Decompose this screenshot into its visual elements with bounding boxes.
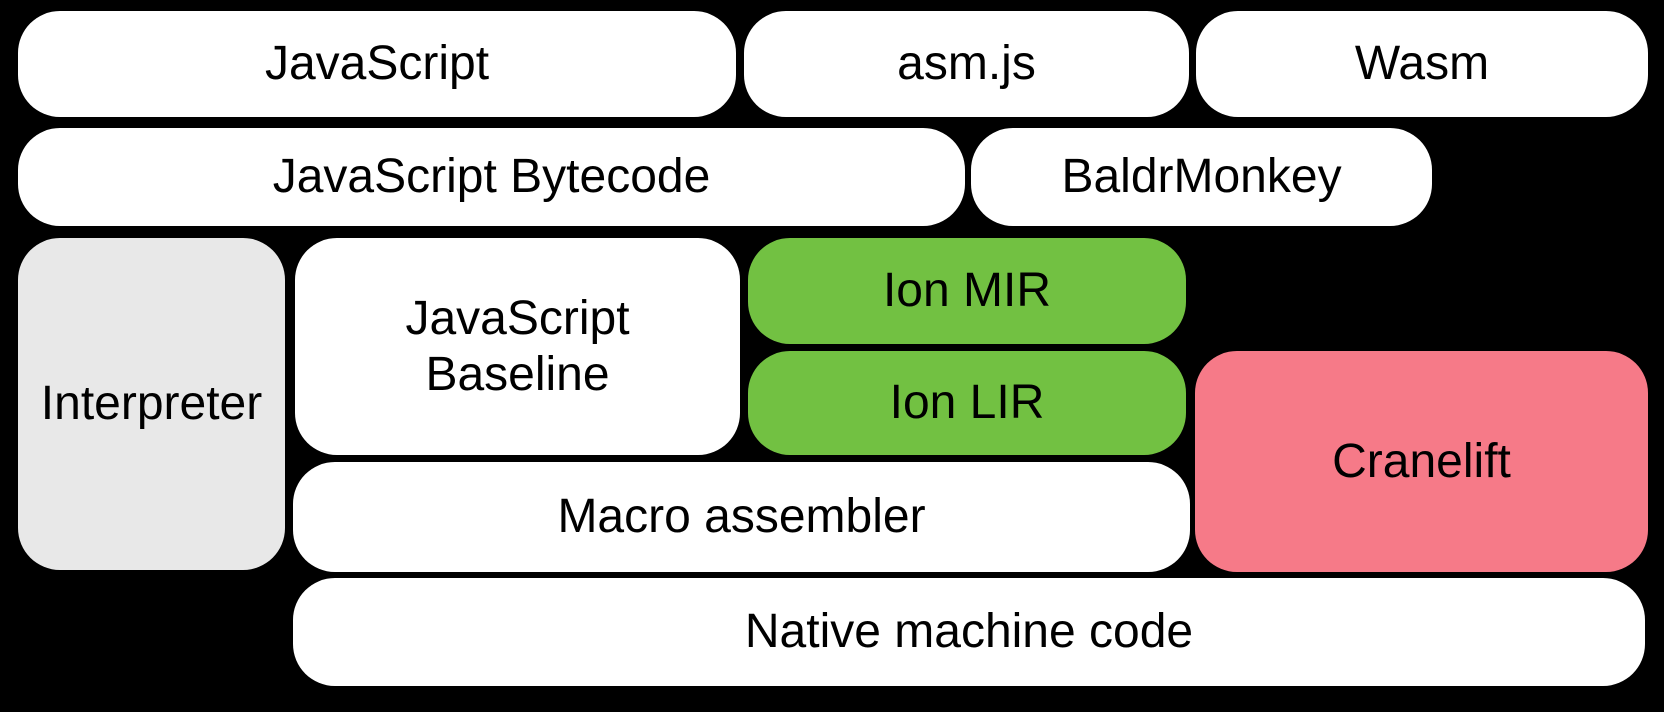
node-ion-lir: Ion LIR	[748, 351, 1186, 455]
node-baldrmonkey: BaldrMonkey	[971, 128, 1432, 226]
node-javascript-baseline-label-line1: JavaScript	[405, 291, 630, 345]
node-native-machine-code: Native machine code	[293, 578, 1645, 686]
node-asmjs-label: asm.js	[897, 37, 1036, 91]
node-asmjs: asm.js	[744, 11, 1189, 117]
node-baldrmonkey-label: BaldrMonkey	[1061, 150, 1342, 204]
node-javascript-bytecode-label: JavaScript Bytecode	[272, 150, 711, 204]
node-javascript-bytecode: JavaScript Bytecode	[18, 128, 965, 226]
node-macro-assembler-label: Macro assembler	[557, 490, 926, 544]
node-native-machine-code-label: Native machine code	[744, 605, 1194, 659]
node-wasm: Wasm	[1196, 11, 1648, 117]
node-cranelift-label: Cranelift	[1332, 434, 1511, 488]
node-javascript-label: JavaScript	[264, 37, 490, 91]
node-javascript: JavaScript	[18, 11, 736, 117]
node-javascript-baseline: JavaScript Baseline	[295, 238, 740, 455]
node-wasm-label: Wasm	[1354, 37, 1490, 91]
node-interpreter-label: Interpreter	[40, 377, 263, 431]
node-ion-mir-label: Ion MIR	[882, 264, 1052, 318]
node-macro-assembler: Macro assembler	[293, 462, 1190, 572]
node-javascript-baseline-label-line2: Baseline	[425, 347, 610, 401]
node-interpreter: Interpreter	[18, 238, 285, 570]
node-ion-mir: Ion MIR	[748, 238, 1186, 344]
node-cranelift: Cranelift	[1195, 351, 1648, 572]
node-ion-lir-label: Ion LIR	[889, 376, 1045, 430]
